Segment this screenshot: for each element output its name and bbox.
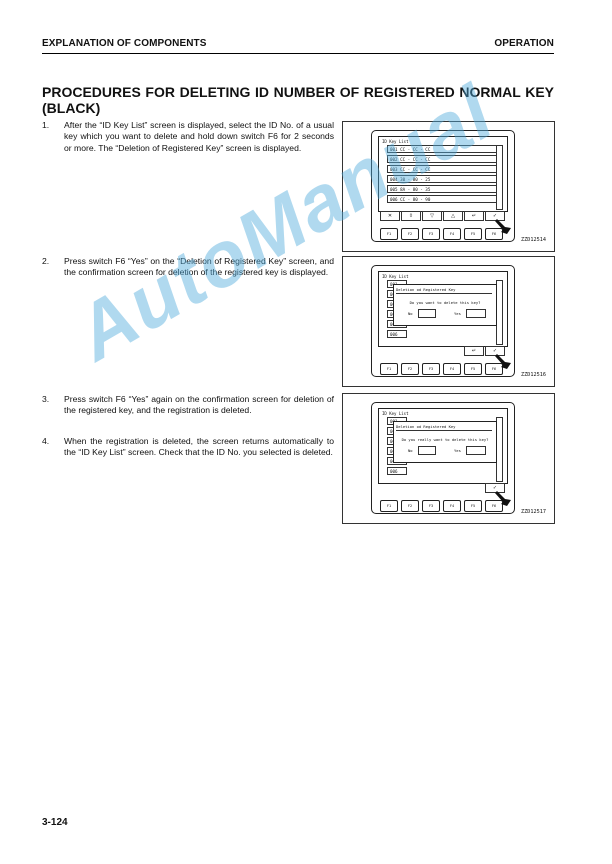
id-row: 006 CC - 80 - 90 [387,195,497,203]
monitor-panel: ID Key List 001 002 003 004 005 006 Dele… [371,265,515,377]
monitor-screen: ID Key List 001 002 003 004 005 006 Dele… [378,408,508,484]
enter-icon: ↵ [464,346,484,356]
screen-title: ID Key List [382,139,409,144]
dialog-title: Deletion od Registered Key [396,423,492,431]
figure-id-key-list: ID Key List 001 CC - CC - CC 002 CC - CC… [342,121,555,252]
yes-label: Yes [454,448,461,453]
step-3: 3. Press switch F6 “Yes” again on the co… [42,394,334,417]
key-f6: F6 [485,363,503,375]
key-f4: F4 [443,228,461,240]
pointing-hand-icon [495,354,511,369]
key-f1: F1 [380,500,398,512]
id-row: 003 CC - CC - CC [387,165,497,173]
key-f6: F6 [485,500,503,512]
figure-code: ZZD12517 [521,509,546,515]
key-f5: F5 [464,228,482,240]
screen-title: ID Key List [382,411,409,416]
step-number: 1. [42,120,50,130]
key-f6: F6 [485,228,503,240]
monitor-panel: ID Key List 001 CC - CC - CC 002 CC - CC… [371,130,515,242]
id-row: 001 CC - CC - CC [387,145,497,153]
step-text: When the registration is deleted, the sc… [64,436,334,458]
no-label: No [408,448,413,453]
figure-deletion-dialog: ID Key List 001 002 003 004 005 006 Dele… [342,256,555,387]
function-keys: F1 F2 F3 F4 F5 F6 [380,500,506,512]
step-4: 4. When the registration is deleted, the… [42,436,334,459]
scrollbar [496,417,503,482]
figure-code: ZZD12516 [521,372,546,378]
page-title: PROCEDURES FOR DELETING ID NUMBER OF REG… [42,84,554,116]
monitor-screen: ID Key List 001 CC - CC - CC 002 CC - CC… [378,136,508,212]
no-button [418,309,436,318]
step-text: After the “ID Key List” screen is displa… [64,120,334,153]
id-row: 006 [387,330,407,338]
id-row: 006 [387,467,407,475]
scrollbar [496,145,503,210]
key-f4: F4 [443,500,461,512]
key-f5: F5 [464,363,482,375]
key-f3: F3 [422,363,440,375]
key-f1: F1 [380,228,398,240]
step-2: 2. Press switch F6 “Yes” on the “Deletio… [42,256,334,279]
no-button [418,446,436,455]
step-1: 1. After the “ID Key List” screen is dis… [42,120,334,154]
key-f2: F2 [401,363,419,375]
yes-button [466,446,486,455]
key-f3: F3 [422,228,440,240]
step-number: 2. [42,256,50,266]
function-keys: F1 F2 F3 F4 F5 F6 [380,363,506,375]
id-row: 004 30 - 80 - 25 [387,175,497,183]
check-icon: ✓ [485,483,505,493]
id-row: 002 CC - CC - CC [387,155,497,163]
pointing-hand-icon [495,219,511,234]
no-label: No [408,311,413,316]
id-row: 005 8A - 80 - 35 [387,185,497,193]
page-header: EXPLANATION OF COMPONENTS OPERATION [42,38,554,52]
scrollbar [496,280,503,345]
step-number: 3. [42,394,50,404]
check-icon: ✓ [485,211,505,221]
step-text: Press switch F6 “Yes” on the “Deletion o… [64,256,334,278]
page-number: 3-124 [42,817,68,828]
check-icon: ✓ [485,346,505,356]
header-rule [42,53,554,54]
yes-button [466,309,486,318]
key-f2: F2 [401,228,419,240]
key-f1: F1 [380,363,398,375]
function-icon-bar: ↵ ✓ [378,346,506,356]
up-icon: △ [443,211,463,221]
dialog-question: Do you want to delete this key? [409,300,481,305]
function-icon-bar: ✕ ⇳ ▽ △ ↵ ✓ [378,211,506,221]
down-icon: ▽ [422,211,442,221]
function-keys: F1 F2 F3 F4 F5 F6 [380,228,506,240]
deletion-dialog: Deletion od Registered Key Do you want t… [393,284,497,326]
yes-label: Yes [454,311,461,316]
cancel-icon: ✕ [380,211,400,221]
step-number: 4. [42,436,50,446]
monitor-screen: ID Key List 001 002 003 004 005 006 Dele… [378,271,508,347]
confirmation-dialog: Deletion od Registered Key Do you really… [393,421,497,463]
key-f5: F5 [464,500,482,512]
header-chapter: OPERATION [494,38,554,49]
figure-confirmation-dialog: ID Key List 001 002 003 004 005 006 Dele… [342,393,555,524]
dialog-question: Do you really want to delete this key? [401,437,489,442]
function-icon-bar: ✓ [378,483,506,493]
step-text: Press switch F6 “Yes” again on the confi… [64,394,334,416]
pointing-hand-icon [495,491,511,506]
figure-code: ZZD12514 [521,237,546,243]
dialog-title: Deletion od Registered Key [396,286,492,294]
screen-title: ID Key List [382,274,409,279]
key-icon: ⇳ [401,211,421,221]
key-f4: F4 [443,363,461,375]
key-f2: F2 [401,500,419,512]
enter-icon: ↵ [464,211,484,221]
header-section: EXPLANATION OF COMPONENTS [42,38,207,49]
key-f3: F3 [422,500,440,512]
monitor-panel: ID Key List 001 002 003 004 005 006 Dele… [371,402,515,514]
